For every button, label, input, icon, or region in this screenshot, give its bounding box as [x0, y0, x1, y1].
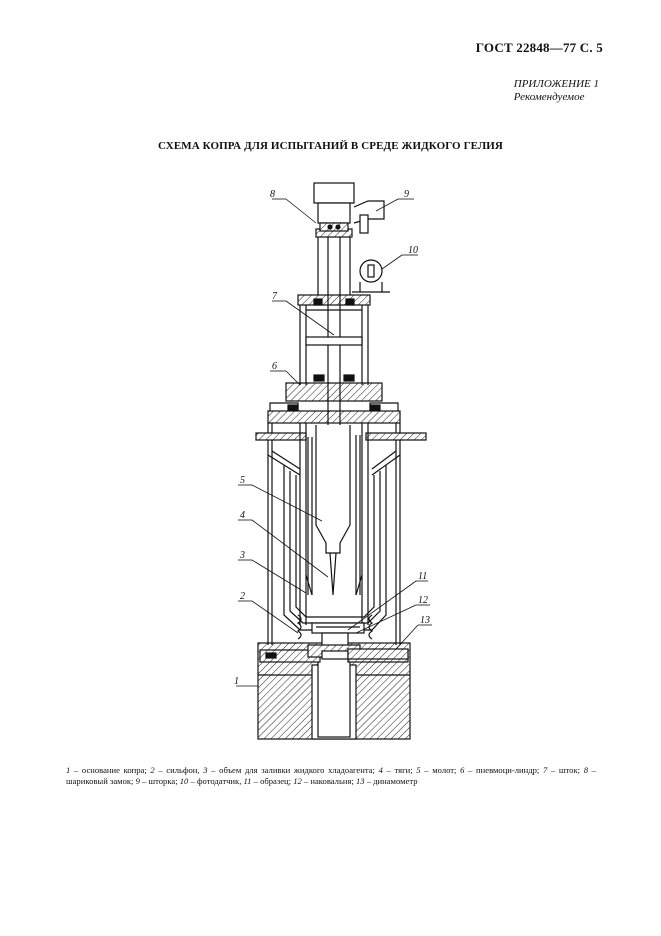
callout-13: 13 — [420, 615, 430, 626]
legend-item: 12 – наковальня; — [293, 776, 356, 786]
anvil-part — [307, 622, 365, 660]
callout-8: 8 — [270, 189, 275, 200]
legend-item: 7 – шток; — [542, 765, 584, 775]
legend-item: 1 – основание копра; — [66, 765, 151, 775]
callout-labels: 8 9 10 7 6 5 4 3 2 1 11 12 13 — [234, 189, 430, 687]
outer-vessel — [267, 402, 401, 645]
callout-2: 2 — [240, 591, 245, 602]
legend-item: 13 – динамометр — [355, 776, 418, 786]
legend-item: 11 – образец; — [243, 776, 294, 786]
appendix-status: Рекомендуемое — [513, 91, 585, 103]
apparatus-drawing: 8 9 10 7 6 5 4 3 2 1 11 12 13 — [0, 175, 661, 755]
shutter — [353, 200, 385, 234]
callout-10: 10 — [408, 245, 418, 256]
callout-11: 11 — [418, 571, 427, 582]
callout-6: 6 — [272, 361, 277, 372]
legend-item: 3 – объем для заливки жидкого хладоагент… — [203, 765, 379, 775]
callout-5: 5 — [240, 475, 245, 486]
figure-legend: 1 – основание копра; 2 – сильфон, 3 – об… — [66, 765, 596, 787]
legend-item: 5 – молот; — [416, 765, 461, 775]
pneumatic-cylinder — [285, 294, 383, 402]
side-tubes — [255, 432, 427, 476]
upper-column — [315, 228, 353, 295]
callout-7: 7 — [272, 291, 278, 302]
piston-rod — [305, 235, 363, 425]
legend-item: 6 – пневмоци-линдр; — [460, 765, 543, 775]
figure-title: СХЕМА КОПРА ДЛЯ ИСПЫТАНИЙ В СРЕДЕ ЖИДКОГ… — [158, 140, 503, 152]
leader-lines — [236, 198, 432, 687]
appendix-block: ПРИЛОЖЕНИЕ 1 Рекомендуемое — [514, 78, 599, 104]
hammer-part — [305, 425, 363, 596]
inner-cylinder — [299, 423, 369, 625]
page-header: ГОСТ 22848—77 С. 5 — [475, 40, 603, 55]
legend-item: 9 – шторка; — [135, 776, 180, 786]
legend-item: 4 – тяги; — [378, 765, 417, 775]
photo-sensor — [352, 259, 390, 293]
dynamometer-part — [347, 648, 409, 660]
callout-12: 12 — [418, 595, 428, 606]
callout-1: 1 — [234, 676, 239, 687]
appendix-title: ПРИЛОЖЕНИЕ 1 — [513, 78, 599, 90]
legend-item: 10 – фотодатчик, — [179, 776, 244, 786]
legend-item: 2 – сильфон, — [150, 765, 204, 775]
legend-item: 8 – шариковый замок; — [66, 765, 596, 786]
ball-lock — [313, 182, 355, 232]
callout-3: 3 — [239, 550, 245, 561]
callout-4: 4 — [240, 510, 245, 521]
callout-9: 9 — [404, 189, 409, 200]
